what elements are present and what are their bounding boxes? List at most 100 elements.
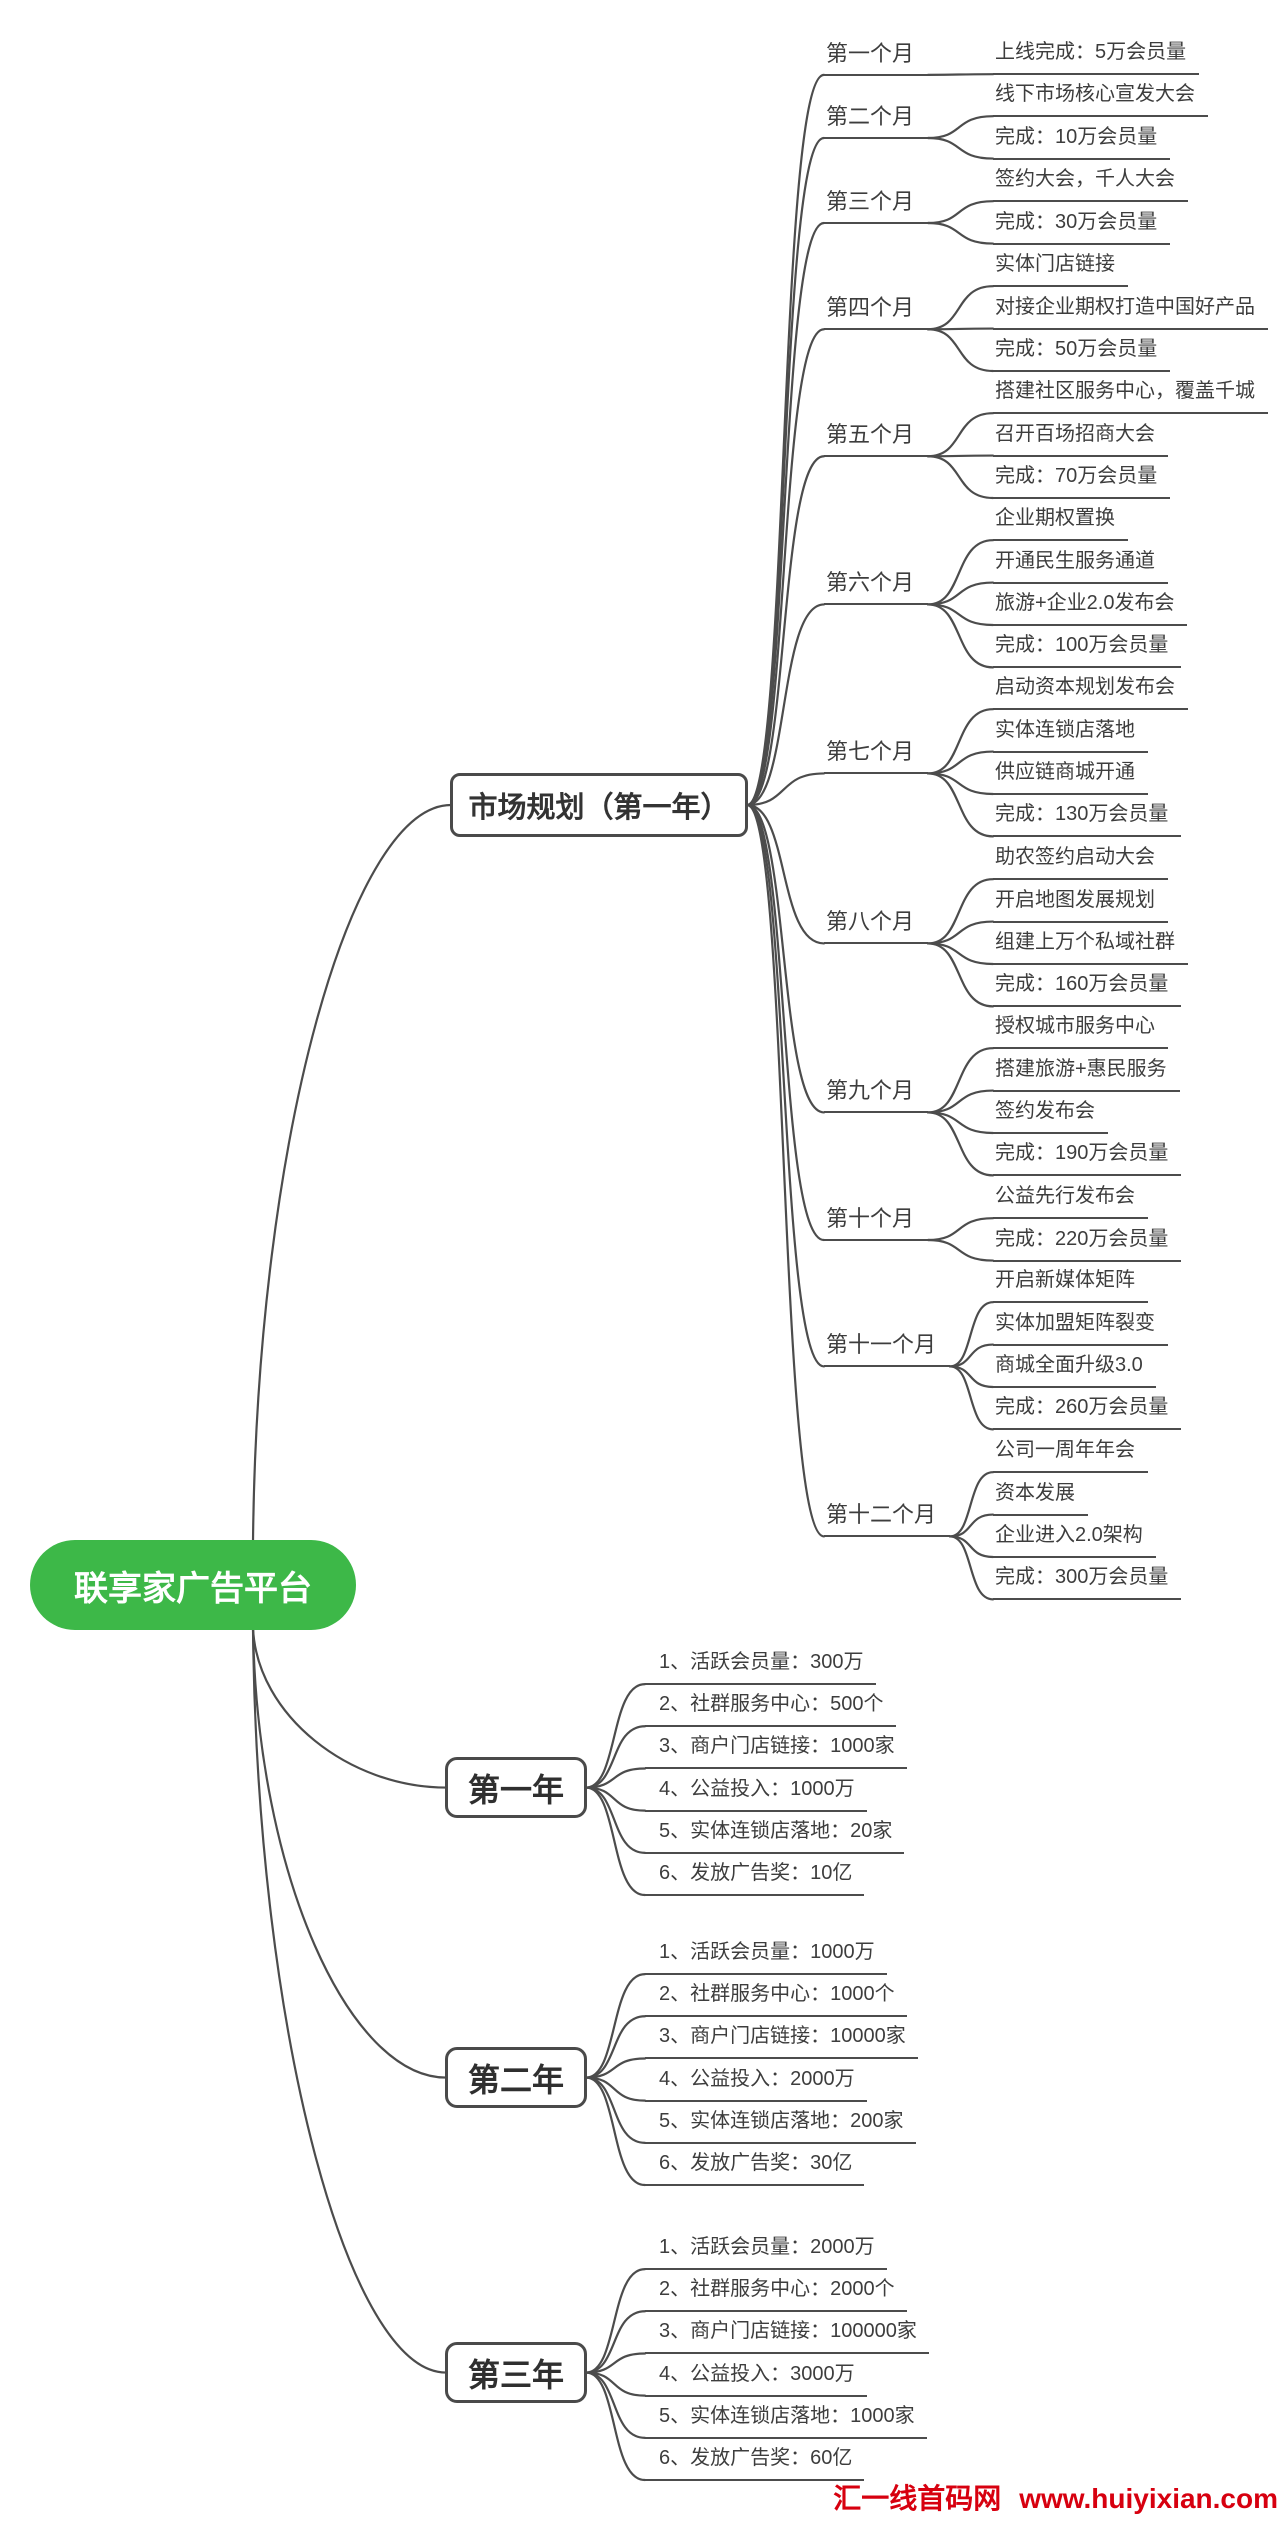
month-label: 第四个月 [824, 295, 929, 331]
year-item: 2、社群服务中心：1000个 [645, 1979, 918, 2021]
month-group-6: 第六个月 企业期权置换 开通民生服务通道 旅游+企业2.0发布会 完成：100万… [824, 503, 1188, 673]
year-group-1: 第一年 1、活跃会员量：300万 2、社群服务中心：500个 3、商户门店链接：… [445, 1647, 907, 1900]
month-item: 完成：260万会员量 [993, 1392, 1182, 1434]
month-item: 组建上万个私域社群 [993, 927, 1188, 969]
watermark: 汇一线首码网 www.huiyixian.com [833, 2477, 1278, 2517]
month-label: 第十个月 [824, 1206, 929, 1242]
year-item-text: 5、实体连锁店落地：20家 [645, 1820, 905, 1854]
year-item: 6、发放广告奖：10亿 [645, 1858, 907, 1900]
year-item: 4、公益投入：1000万 [645, 1774, 907, 1816]
year-item-text: 3、商户门店链接：1000家 [645, 1735, 907, 1770]
year-item-text: 6、发放广告奖：30亿 [645, 2152, 865, 2187]
month-group-3: 第三个月 签约大会，千人大会 完成：30万会员量 [824, 164, 1188, 249]
year-item-text: 2、社群服务中心：1000个 [645, 1983, 907, 2018]
year-item-text: 3、商户门店链接：100000家 [645, 2320, 929, 2355]
month-item: 搭建社区服务中心，覆盖千城 [993, 376, 1268, 418]
year-item: 6、发放广告奖：30亿 [645, 2148, 918, 2190]
year-node: 第三年 [445, 2342, 587, 2404]
month-items: 签约大会，千人大会 完成：30万会员量 [993, 164, 1188, 249]
month-item-text: 召开百场招商大会 [993, 423, 1168, 457]
watermark-site-name: 汇一线首码网 [833, 2483, 1002, 2514]
month-item: 完成：70万会员量 [993, 461, 1268, 503]
month-node: 第三个月 [824, 189, 993, 225]
month-item-text: 组建上万个私域社群 [993, 931, 1188, 965]
year-item: 5、实体连锁店落地：200家 [645, 2106, 918, 2148]
month-node: 第八个月 [824, 909, 993, 945]
watermark-site-url: www.huiyixian.com [1019, 2483, 1278, 2514]
month-item: 完成：10万会员量 [993, 121, 1208, 163]
month-item: 召开百场招商大会 [993, 418, 1268, 460]
month-item-text: 供应链商城开通 [993, 761, 1148, 795]
year-item-text: 2、社群服务中心：2000个 [645, 2278, 907, 2313]
month-item-text: 助农签约启动大会 [993, 846, 1168, 881]
month-group-12: 第十二个月 公司一周年年会 资本发展 企业进入2.0架构 完成：300万会员量 [824, 1435, 1182, 1605]
month-items: 上线完成：5万会员量 [993, 37, 1200, 79]
month-item: 完成：160万会员量 [993, 969, 1188, 1011]
month-label: 第七个月 [824, 739, 929, 775]
month-item-text: 企业期权置换 [993, 507, 1128, 542]
year-item: 1、活跃会员量：1000万 [645, 1937, 918, 1979]
month-item-text: 启动资本规划发布会 [993, 676, 1188, 711]
year-item: 3、商户门店链接：10000家 [645, 2021, 918, 2063]
month-item-text: 企业进入2.0架构 [993, 1524, 1156, 1558]
month-item: 公司一周年年会 [993, 1435, 1181, 1477]
month-group-4: 第四个月 实体门店链接 对接企业期权打造中国好产品 完成：50万会员量 [824, 249, 1268, 376]
month-item: 对接企业期权打造中国好产品 [993, 291, 1268, 333]
month-item-text: 线下市场核心宣发大会 [993, 83, 1208, 118]
month-item-text: 公益先行发布会 [993, 1185, 1148, 1220]
month-item-text: 完成：10万会员量 [993, 126, 1171, 160]
month-group-9: 第九个月 授权城市服务中心 搭建旅游+惠民服务 签约发布会 完成：190万会员量 [824, 1011, 1182, 1181]
month-node: 第十个月 [824, 1206, 993, 1242]
month-label: 第一个月 [824, 41, 929, 76]
month-label: 第十二个月 [824, 1502, 951, 1538]
month-item: 开通民生服务通道 [993, 545, 1187, 587]
month-item-text: 完成：160万会员量 [993, 973, 1182, 1008]
month-item: 启动资本规划发布会 [993, 672, 1188, 714]
month-item: 授权城市服务中心 [993, 1011, 1181, 1053]
month-node: 第二个月 [824, 104, 993, 140]
month-item-text: 实体门店链接 [993, 253, 1128, 288]
month-item: 搭建旅游+惠民服务 [993, 1053, 1181, 1095]
year-node: 第二年 [445, 2047, 587, 2109]
month-item: 签约发布会 [993, 1096, 1181, 1138]
year-item-text: 6、发放广告奖：10亿 [645, 1862, 865, 1897]
month-items: 公益先行发布会 完成：220万会员量 [993, 1181, 1182, 1266]
root-node: 联享家广告平台 [30, 1540, 356, 1630]
month-item-text: 实体加盟矩阵裂变 [993, 1312, 1168, 1346]
month-label: 第九个月 [824, 1078, 929, 1114]
month-item-text: 完成：100万会员量 [993, 634, 1182, 669]
month-item: 资本发展 [993, 1477, 1181, 1519]
year-item-text: 1、活跃会员量：2000万 [645, 2236, 887, 2271]
month-item-text: 上线完成：5万会员量 [993, 41, 1200, 76]
month-items: 启动资本规划发布会 实体连锁店落地 供应链商城开通 完成：130万会员量 [993, 672, 1188, 842]
month-item: 完成：220万会员量 [993, 1223, 1182, 1265]
year-item-text: 4、公益投入：3000万 [645, 2363, 867, 2397]
month-item: 完成：30万会员量 [993, 206, 1188, 248]
month-item-text: 签约大会，千人大会 [993, 168, 1188, 203]
month-item-text: 完成：50万会员量 [993, 338, 1171, 372]
year-item-text: 5、实体连锁店落地：1000家 [645, 2405, 927, 2439]
year-item-text: 4、公益投入：2000万 [645, 2068, 867, 2102]
month-item-text: 完成：70万会员量 [993, 465, 1171, 499]
month-items: 搭建社区服务中心，覆盖千城 召开百场招商大会 完成：70万会员量 [993, 376, 1268, 503]
year-item-text: 2、社群服务中心：500个 [645, 1693, 896, 1728]
year-item: 2、社群服务中心：500个 [645, 1689, 907, 1731]
month-item-text: 完成：130万会员量 [993, 803, 1182, 838]
month-items: 线下市场核心宣发大会 完成：10万会员量 [993, 79, 1208, 164]
month-item-text: 资本发展 [993, 1482, 1088, 1516]
year-item: 5、实体连锁店落地：1000家 [645, 2401, 929, 2443]
month-item-text: 旅游+企业2.0发布会 [993, 592, 1188, 626]
month-item: 完成：190万会员量 [993, 1138, 1182, 1180]
year-node: 第一年 [445, 1757, 587, 1819]
plan-branch-node: 市场规划（第一年） [450, 773, 748, 837]
year-item-text: 1、活跃会员量：300万 [645, 1651, 876, 1686]
month-item-text: 完成：220万会员量 [993, 1228, 1182, 1262]
month-item-text: 授权城市服务中心 [993, 1015, 1168, 1050]
month-item-text: 完成：260万会员量 [993, 1396, 1182, 1431]
year-items: 1、活跃会员量：2000万 2、社群服务中心：2000个 3、商户门店链接：10… [645, 2232, 929, 2485]
month-node: 第四个月 [824, 295, 993, 331]
month-item: 上线完成：5万会员量 [993, 37, 1200, 79]
month-node: 第五个月 [824, 422, 993, 458]
